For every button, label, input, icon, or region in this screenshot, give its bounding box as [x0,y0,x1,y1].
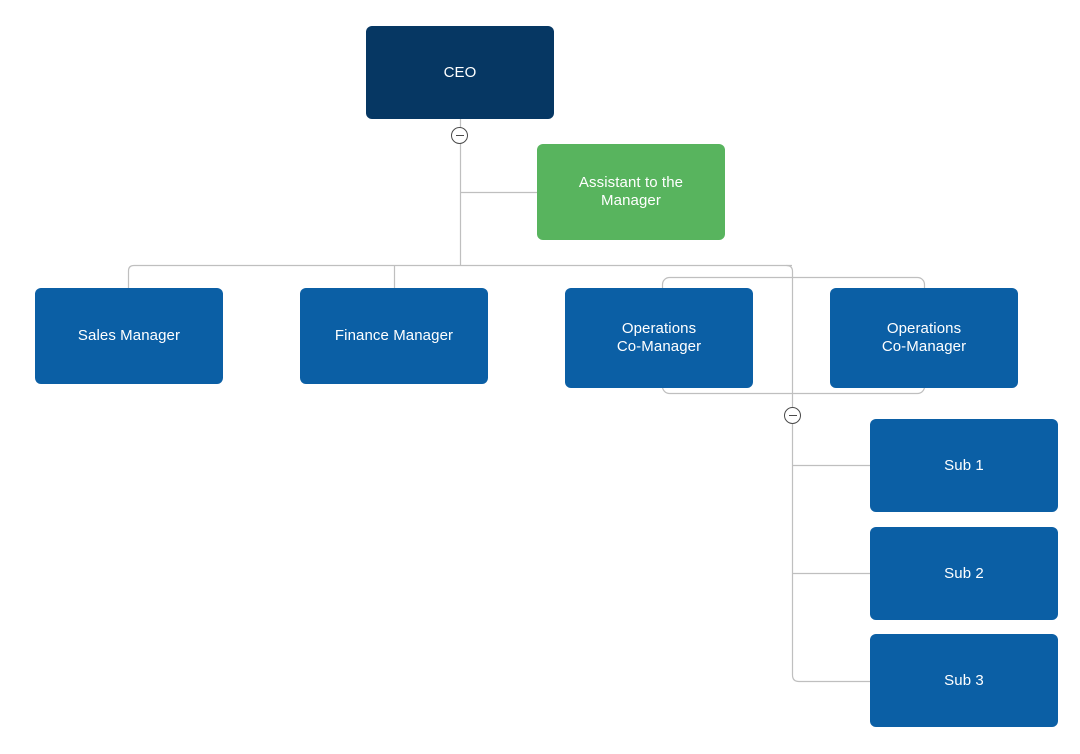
node-operations-co-manager-1[interactable]: Operations Co-Manager [565,288,753,388]
node-sub-3-label: Sub 3 [944,671,984,689]
edge-ops-spine [791,424,870,683]
node-sales-manager[interactable]: Sales Manager [35,288,223,384]
collapse-minus-icon-operations[interactable] [784,407,801,424]
node-operations-co-manager-2-label: Operations Co-Manager [881,320,967,355]
node-finance-manager[interactable]: Finance Manager [300,288,488,384]
node-operations-co-manager-1-label: Operations Co-Manager [616,320,702,355]
node-sub-2[interactable]: Sub 2 [870,527,1058,620]
node-sub-3[interactable]: Sub 3 [870,634,1058,727]
node-assistant-label: Assistant to the Manager [578,174,684,209]
node-sales-manager-label: Sales Manager [77,327,181,344]
node-ceo[interactable]: CEO [366,26,554,119]
edge-bus-right [786,264,794,407]
collapse-minus-icon-ceo[interactable] [451,127,468,144]
node-operations-co-manager-2[interactable]: Operations Co-Manager [830,288,1018,388]
edge-bus-left [127,264,792,288]
node-assistant-to-the-manager[interactable]: Assistant to the Manager [537,144,725,240]
node-sub-1-label: Sub 1 [944,456,984,474]
node-sub-1[interactable]: Sub 1 [870,419,1058,512]
node-finance-manager-label: Finance Manager [334,327,454,344]
node-sub-2-label: Sub 2 [944,564,984,582]
node-ceo-label: CEO [443,63,477,81]
